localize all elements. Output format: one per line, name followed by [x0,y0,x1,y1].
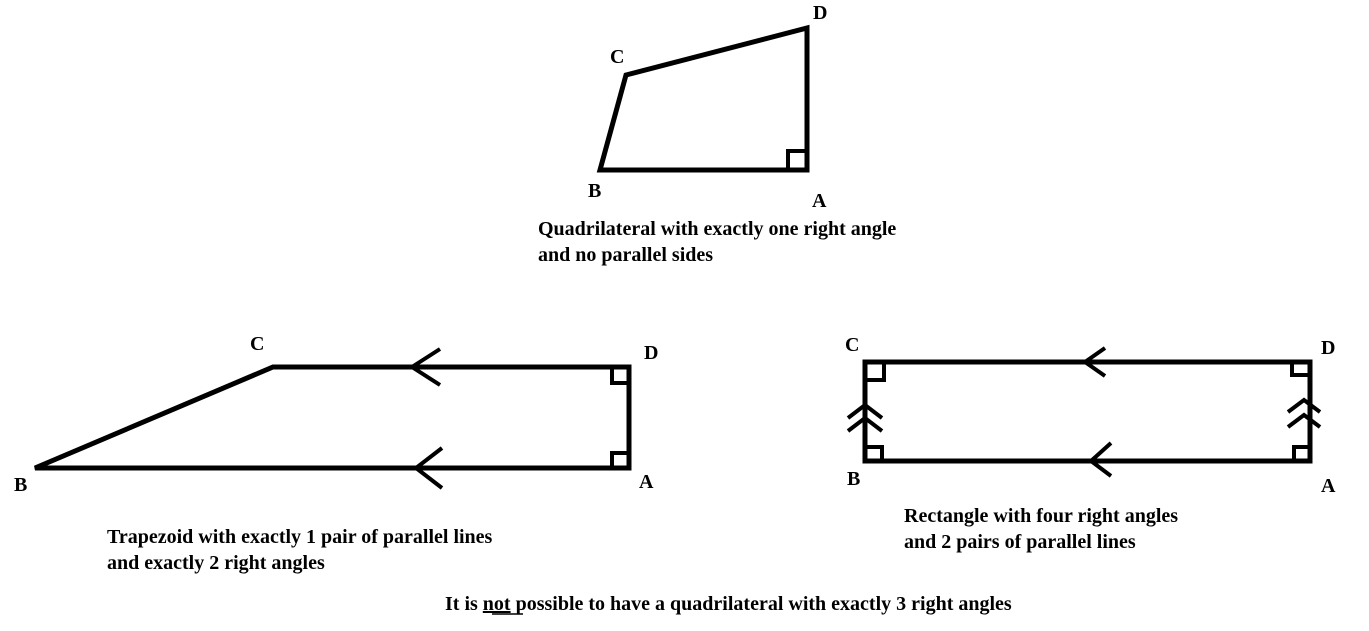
parallel-arrow-mark [1081,346,1107,378]
parallel-double-arrow-mark [846,415,884,433]
vertex-label-c: C [250,333,264,355]
vertex-label-b: B [14,474,27,496]
trapezoid-shape [34,364,632,471]
parallel-double-arrow-mark [1286,397,1322,414]
vertex-label-a: A [1321,475,1336,497]
vertex-label-a: A [812,190,827,212]
caption-line-1: Quadrilateral with exactly one right ang… [538,218,896,240]
caption-line-1: Trapezoid with exactly 1 pair of paralle… [107,526,493,548]
parallel-arrow-mark [412,446,444,490]
footer-statement: It is not possible to have a quadrilater… [445,593,1012,615]
right-angle-mark [865,445,884,461]
right-angle-mark [786,149,807,170]
vertex-label-b: B [847,468,860,490]
vertex-label-a: A [639,471,654,493]
vertex-label-c: C [845,334,859,356]
rectangle-shape [862,359,1313,464]
footer-text-before: It is [445,593,483,615]
footer-text-after: possible to have a quadrilateral with ex… [511,593,1012,615]
quadrilateral-shape [596,24,810,173]
vertex-label-d: D [1321,337,1335,359]
parallel-double-arrow-mark [1286,412,1322,429]
caption-line-2: and no parallel sides [538,244,713,266]
caption-line-1: Rectangle with four right angles [904,505,1178,527]
parallel-arrow-mark [408,347,442,387]
right-angle-mark [1290,362,1310,377]
rectangle: C D B A Rectangle with four right angles… [845,334,1336,553]
caption-line-2: and 2 pairs of parallel lines [904,531,1136,553]
vertex-label-c: C [610,46,624,68]
right-angle-mark [610,451,629,468]
vertex-label-b: B [588,180,601,202]
footer-emphasis: not [483,593,511,615]
caption-line-2: and exactly 2 right angles [107,552,325,574]
right-angle-mark [610,367,629,385]
vertex-label-d: D [813,2,827,24]
trapezoid: C D B A Trapezoid with exactly 1 pair of… [14,333,658,574]
right-angle-mark [1292,445,1310,461]
vertex-label-d: D [644,342,658,364]
right-angle-mark [865,362,886,382]
parallel-double-arrow-mark [846,402,884,420]
quadrilateral-one-right-angle: C D B A Quadrilateral with exactly one r… [538,2,896,266]
parallel-arrow-mark [1087,441,1113,478]
